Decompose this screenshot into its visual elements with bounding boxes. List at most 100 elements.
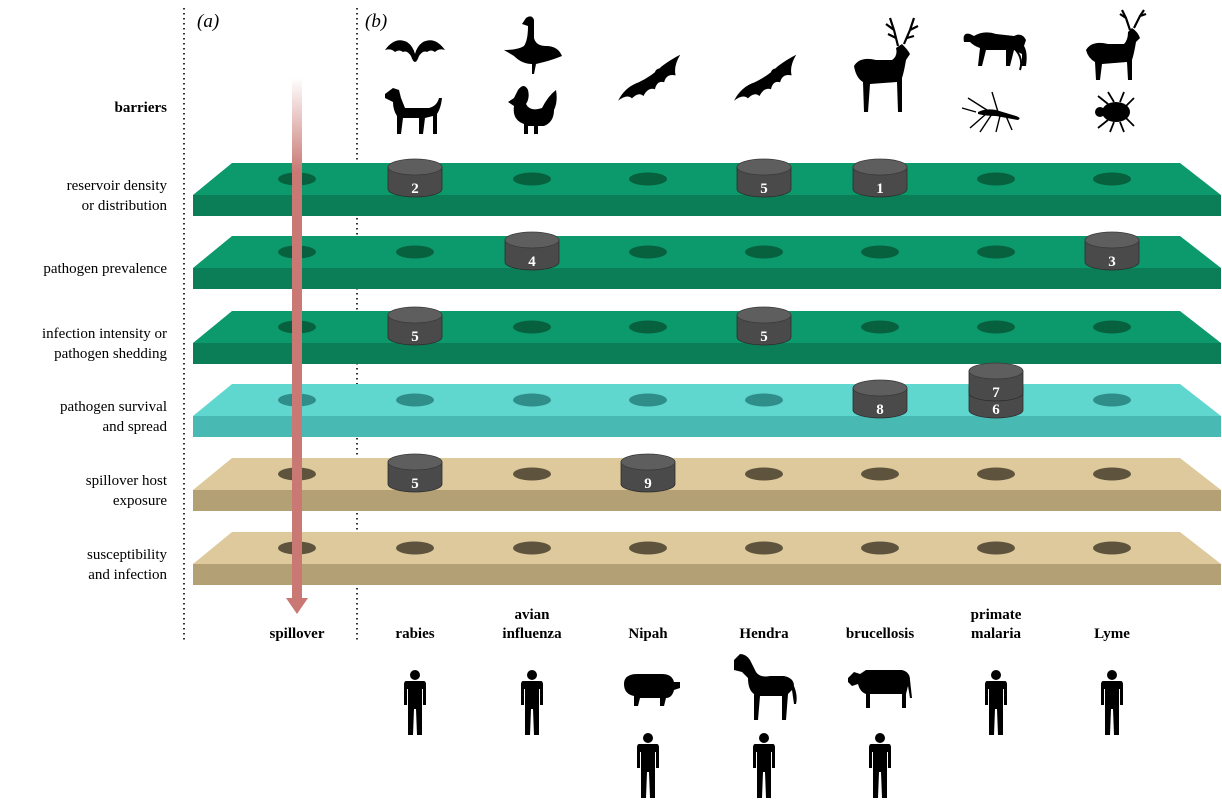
barrier-hole: [629, 542, 667, 555]
barriers-heading: barriers: [115, 100, 168, 116]
barrier-layers: [193, 163, 1221, 585]
barrier-hole: [861, 321, 899, 334]
cow-icon: [848, 670, 912, 708]
barrier-hole: [1093, 468, 1131, 481]
human-icon: [869, 733, 891, 798]
barrier-marker-label: 9: [644, 476, 652, 492]
barrier-hole: [396, 542, 434, 555]
chicken-icon: [508, 86, 557, 134]
barrier-hole: [745, 246, 783, 259]
barrier-hole: [977, 246, 1015, 259]
barrier-hole: [861, 542, 899, 555]
barrier-marker-label: 6: [992, 402, 1000, 418]
barrier-marker-9: 9: [621, 454, 675, 492]
barrier-hole: [977, 468, 1015, 481]
layer-label: pathogen shedding: [54, 346, 167, 362]
layer-label: and infection: [88, 567, 167, 583]
barrier-layer-5: [193, 532, 1221, 585]
barrier-hole: [396, 394, 434, 407]
panel-b-label: (b): [365, 11, 387, 32]
fruit-bat-icon: [734, 55, 796, 101]
barrier-hole: [745, 542, 783, 555]
human-icon: [753, 733, 775, 798]
bat-icon: [385, 40, 445, 62]
reservoir-icons: [385, 10, 1146, 134]
barrier-marker-label: 1: [876, 181, 884, 197]
barrier-layer-labels: reservoir density or distribution pathogen…: [42, 178, 168, 583]
barrier-marker-5: 5: [737, 307, 791, 345]
disease-name: avian: [514, 607, 550, 623]
barrier-marker-label: 7: [992, 385, 1000, 401]
spillover-host-icons: [404, 654, 1123, 798]
barrier-marker-8: 8: [853, 380, 907, 418]
barrier-hole: [396, 246, 434, 259]
layer-label: and spread: [102, 419, 167, 435]
disease-name: rabies: [395, 626, 434, 642]
disease-name: primate: [971, 607, 1022, 623]
barrier-hole: [1093, 542, 1131, 555]
human-icon: [404, 670, 426, 735]
barrier-hole: [977, 321, 1015, 334]
barrier-marker-label: 5: [411, 476, 419, 492]
barrier-hole: [977, 173, 1015, 186]
layer-label: reservoir density: [67, 178, 168, 194]
barrier-hole: [513, 394, 551, 407]
fruit-bat-icon: [618, 55, 680, 101]
barrier-hole: [513, 468, 551, 481]
barrier-hole: [1093, 394, 1131, 407]
barrier-hole: [513, 321, 551, 334]
disease-name: Lyme: [1094, 626, 1130, 642]
barrier-marker-label: 5: [760, 181, 768, 197]
disease-name: Hendra: [739, 626, 789, 642]
dog-icon: [385, 88, 442, 134]
goose-icon: [504, 16, 562, 74]
disease-name: malaria: [971, 626, 1021, 642]
barrier-hole: [861, 468, 899, 481]
barrier-marker-label: 5: [411, 329, 419, 345]
barrier-hole: [513, 173, 551, 186]
layer-label: infection intensity or: [42, 326, 167, 342]
barrier-hole: [977, 542, 1015, 555]
panel-a-label: (a): [197, 11, 219, 32]
barrier-layer-0: [193, 163, 1221, 216]
barrier-hole: [861, 246, 899, 259]
horse-icon: [734, 654, 797, 720]
monkey-icon: [964, 32, 1027, 70]
tick-icon: [1095, 92, 1134, 132]
barrier-marker-7: 7: [969, 363, 1023, 401]
barrier-hole: [1093, 173, 1131, 186]
barrier-layer-2: [193, 311, 1221, 364]
layer-label: susceptibility: [87, 547, 167, 563]
barrier-marker-label: 5: [760, 329, 768, 345]
barrier-marker-label: 4: [528, 254, 536, 270]
barrier-layer-3: [193, 384, 1221, 437]
human-icon: [1101, 670, 1123, 735]
deer-icon: [1086, 10, 1146, 80]
layer-label: or distribution: [82, 198, 168, 214]
barrier-marker-5: 5: [388, 307, 442, 345]
barrier-marker-5: 5: [388, 454, 442, 492]
disease-names: rabies avian influenza Nipah Hendra brucellos…: [395, 607, 1130, 642]
human-icon: [985, 670, 1007, 735]
layer-label: spillover host: [86, 473, 168, 489]
disease-name: influenza: [502, 626, 562, 642]
disease-name: Nipah: [628, 626, 668, 642]
barrier-hole: [745, 394, 783, 407]
barrier-marker-3: 3: [1085, 232, 1139, 270]
barrier-layer-1: [193, 236, 1221, 289]
human-icon: [637, 733, 659, 798]
spillover-label: spillover: [270, 626, 325, 642]
barrier-marker-1: 1: [853, 159, 907, 197]
mosquito-icon: [962, 92, 1020, 132]
barrier-hole: [629, 173, 667, 186]
layer-label: pathogen prevalence: [43, 261, 167, 277]
barrier-hole: [629, 321, 667, 334]
pig-icon: [624, 674, 680, 706]
barrier-hole: [1093, 321, 1131, 334]
barrier-layer-4: [193, 458, 1221, 511]
disease-name: brucellosis: [846, 626, 914, 642]
barrier-marker-5: 5: [737, 159, 791, 197]
barrier-hole: [629, 394, 667, 407]
elk-icon: [854, 18, 918, 112]
